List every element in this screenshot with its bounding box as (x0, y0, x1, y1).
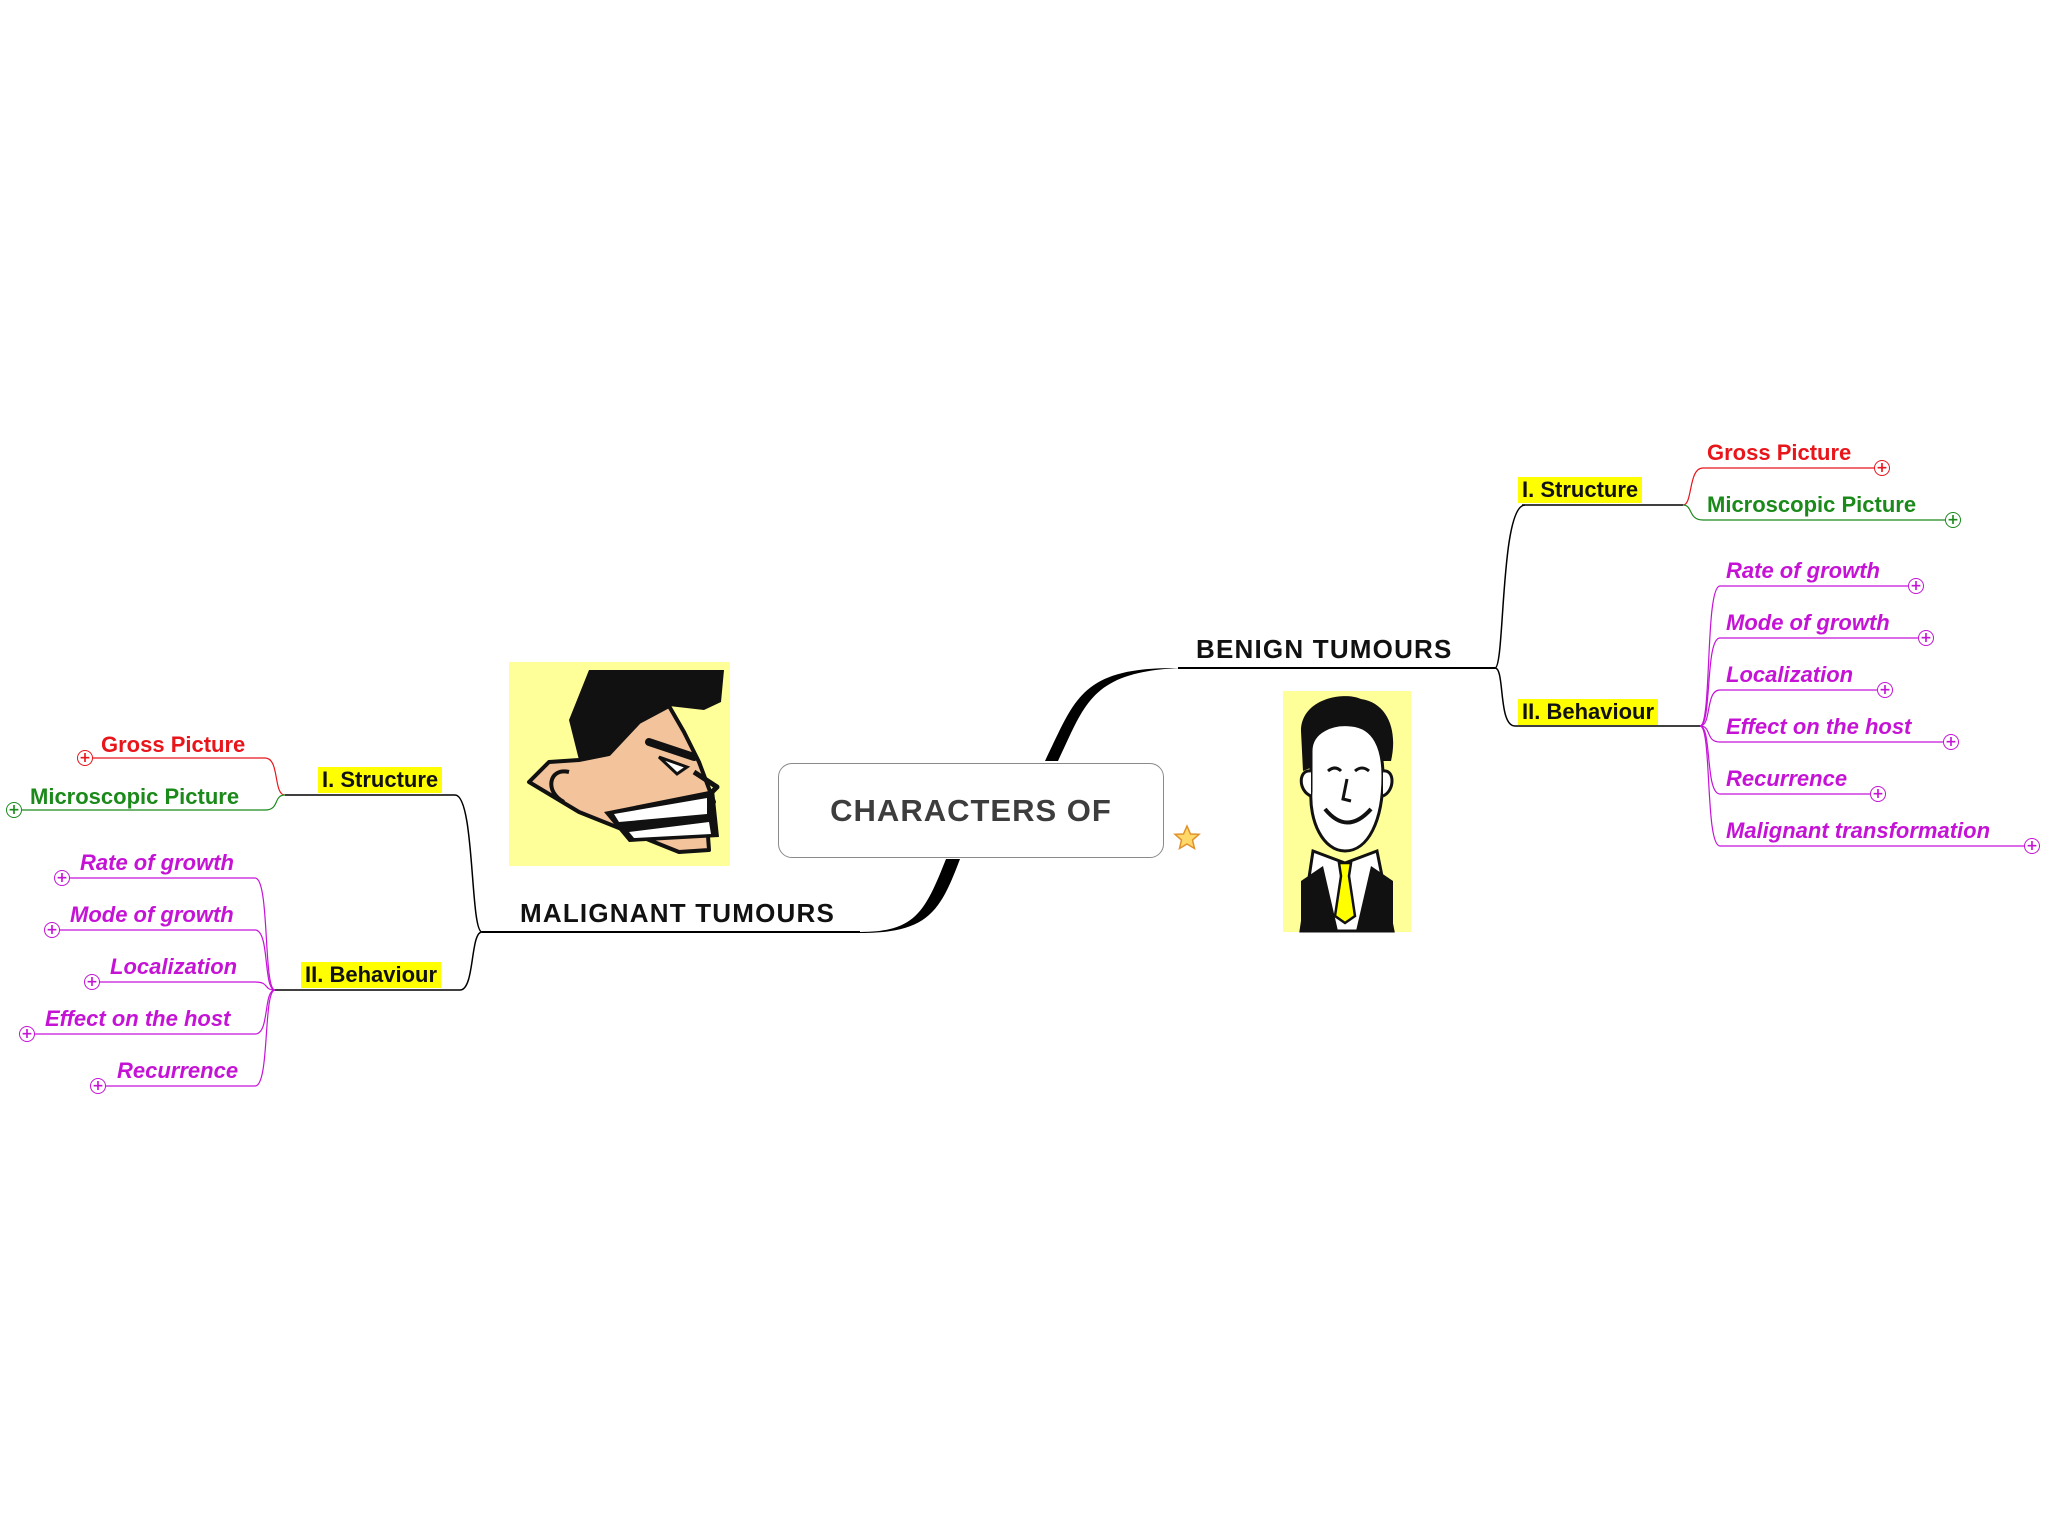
benign-rate-of-growth[interactable]: Rate of growth (1726, 558, 1880, 583)
expand-plus-icon[interactable]: + (84, 974, 100, 990)
malignant-behaviour-link (459, 931, 483, 991)
benign-localization[interactable]: Localization (1726, 662, 1854, 687)
expand-plus-icon[interactable]: + (1908, 578, 1924, 594)
benign-malignant-transformation[interactable]: Malignant transformation (1726, 818, 1991, 843)
malignant-localization[interactable]: Localization (110, 954, 238, 979)
benign-microscopic-picture[interactable]: Microscopic Picture (1707, 492, 1917, 517)
angry-face-cartoon (509, 662, 730, 866)
malignant-rate-of-growth[interactable]: Rate of growth (80, 850, 234, 875)
benign-behaviour-link (1494, 667, 1516, 727)
malignant-branch (860, 859, 960, 933)
expand-plus-icon[interactable]: + (90, 1078, 106, 1094)
benign-recurrence[interactable]: Recurrence (1726, 766, 1848, 791)
malignant-behaviour-topic[interactable]: II. Behaviour (301, 962, 442, 988)
expand-plus-icon[interactable]: + (19, 1026, 35, 1042)
expand-plus-icon[interactable]: + (1874, 460, 1890, 476)
expand-plus-icon[interactable]: + (1877, 682, 1893, 698)
expand-plus-icon[interactable]: + (1945, 512, 1961, 528)
malignant-mode-of-growth[interactable]: Mode of growth (70, 902, 234, 927)
smiling-man-cartoon (1283, 691, 1411, 933)
expand-plus-icon[interactable]: + (1918, 630, 1934, 646)
malignant-gross-picture[interactable]: Gross Picture (101, 732, 246, 757)
expand-plus-icon[interactable]: + (54, 870, 70, 886)
expand-plus-icon[interactable]: + (1943, 734, 1959, 750)
benign-tumours-topic[interactable]: BENIGN TUMOURS (1196, 634, 1453, 664)
malignant-tumours-topic[interactable]: MALIGNANT TUMOURS (520, 898, 836, 928)
benign-structure-link (1494, 504, 1526, 669)
benign-gross-picture[interactable]: Gross Picture (1707, 440, 1852, 465)
benign-effect-on-the-host[interactable]: Effect on the host (1726, 714, 1912, 739)
expand-plus-icon[interactable]: + (1870, 786, 1886, 802)
benign-mode-of-growth[interactable]: Mode of growth (1726, 610, 1890, 635)
benign-branch (1045, 668, 1180, 761)
expand-plus-icon[interactable]: + (77, 750, 93, 766)
expand-plus-icon[interactable]: + (2024, 838, 2040, 854)
malignant-microscopic-picture[interactable]: Microscopic Picture (30, 784, 240, 809)
central-topic[interactable]: CHARACTERS OF (778, 763, 1164, 858)
malignant-structure-topic[interactable]: I. Structure (318, 767, 443, 793)
benign-behaviour-topic[interactable]: II. Behaviour (1518, 699, 1659, 725)
malignant-recurrence[interactable]: Recurrence (117, 1058, 239, 1083)
expand-plus-icon[interactable]: + (44, 922, 60, 938)
star-icon (1173, 824, 1201, 851)
expand-plus-icon[interactable]: + (6, 802, 22, 818)
malignant-structure-link (454, 794, 483, 933)
malignant-effect-on-the-host[interactable]: Effect on the host (45, 1006, 231, 1031)
benign-structure-topic[interactable]: I. Structure (1518, 477, 1643, 503)
